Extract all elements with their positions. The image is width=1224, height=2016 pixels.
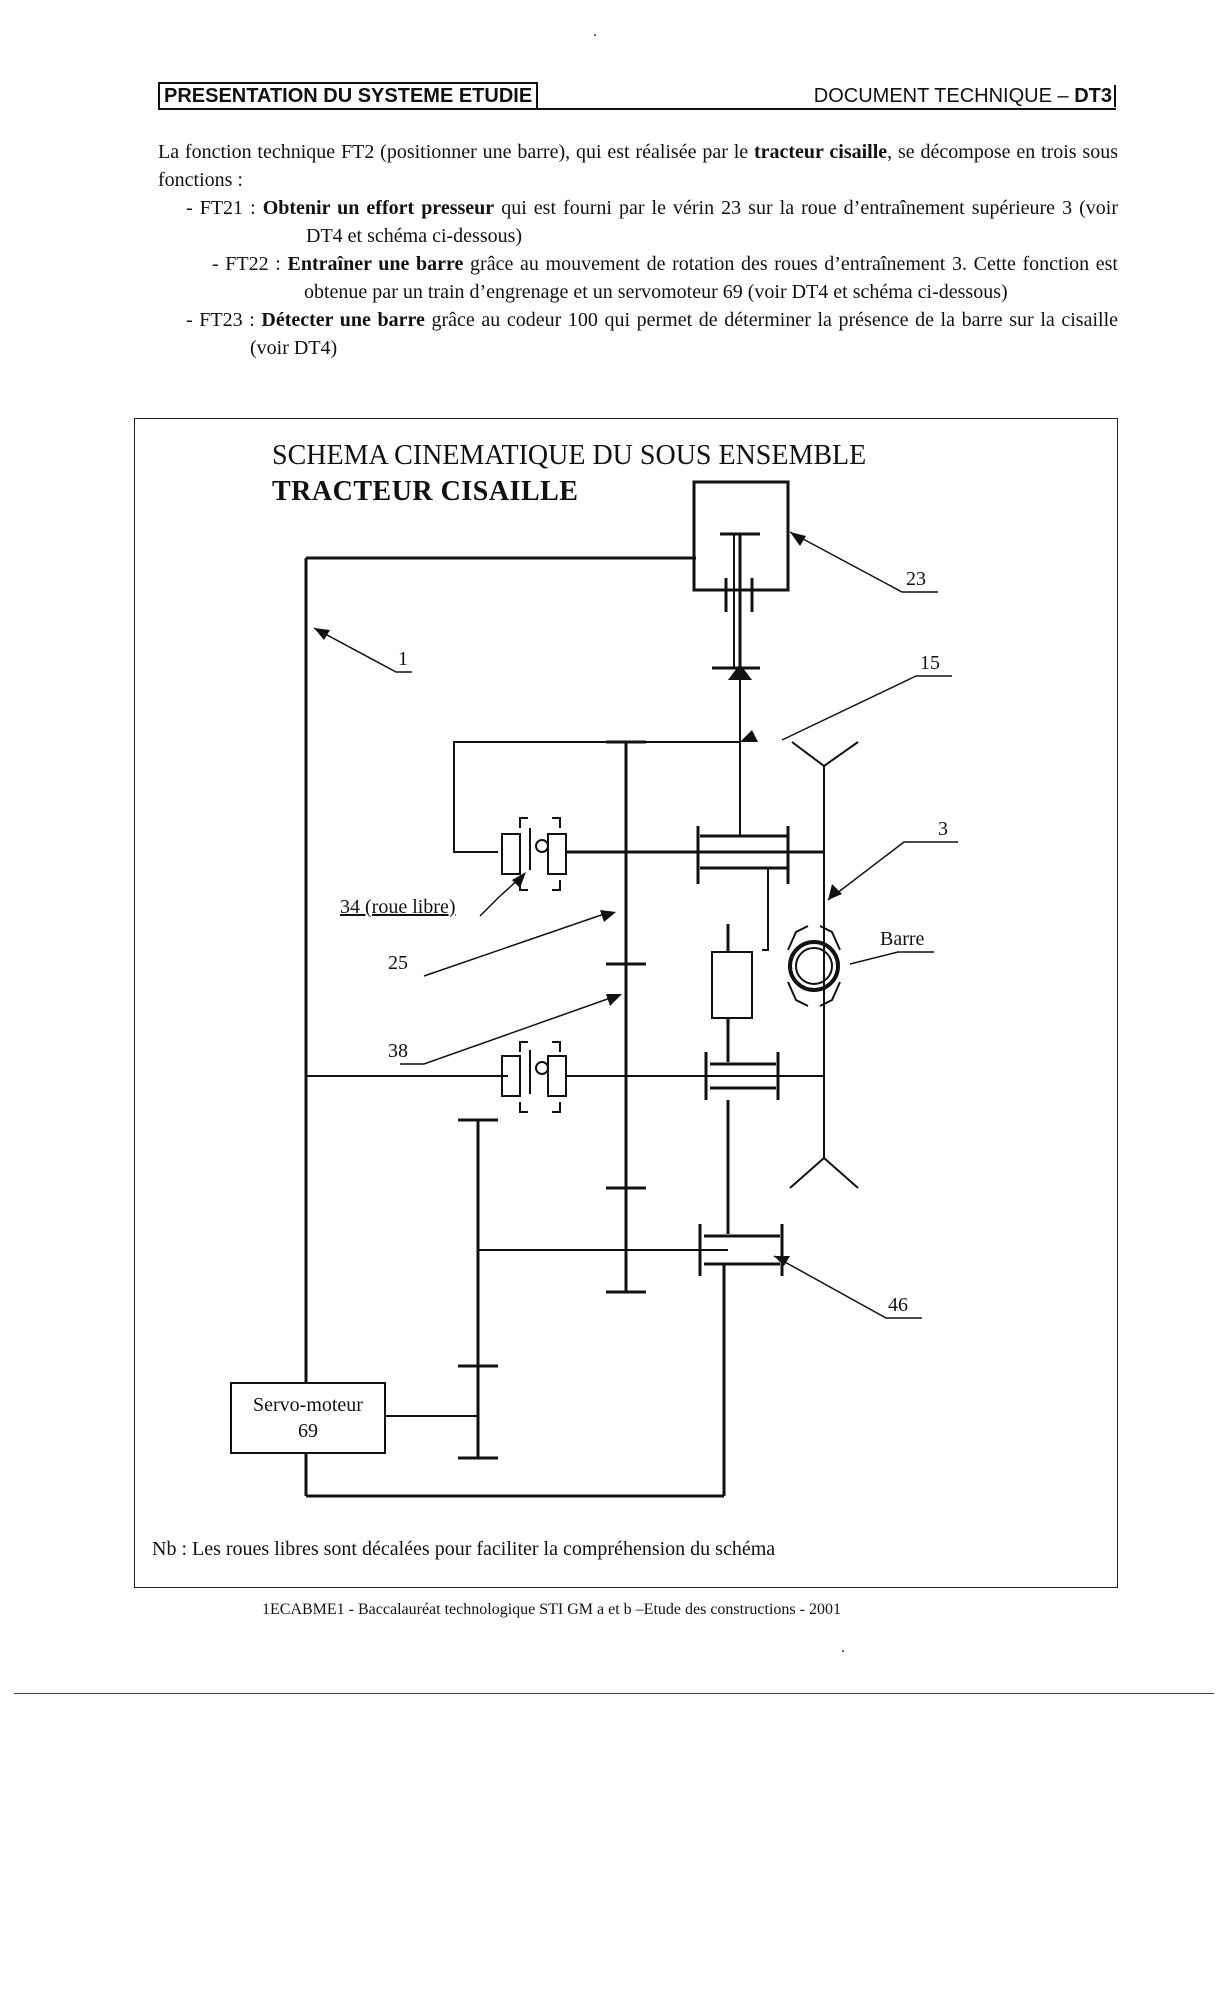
label-3: 3 bbox=[938, 818, 948, 840]
ft21-bold: Obtenir un effort presseur bbox=[262, 197, 495, 219]
freewheel-38 bbox=[501, 1041, 567, 1113]
ft22-label: - FT22 : bbox=[212, 253, 281, 275]
label-25: 25 bbox=[388, 952, 408, 974]
leader-lines bbox=[313, 531, 958, 1319]
ft21-item: - FT21 : Obtenir un effort presseur qui … bbox=[186, 194, 1118, 250]
ft23-bold: Détecter une barre bbox=[261, 309, 425, 331]
ft22-bold: Entraîner une barre bbox=[287, 253, 464, 275]
middle-shaft bbox=[306, 1052, 824, 1234]
arrowheads bbox=[314, 532, 842, 1266]
gear-25 bbox=[606, 740, 646, 1294]
ft22-text: grâce au mouvement de rotation des roues… bbox=[304, 253, 1118, 303]
label-15: 15 bbox=[920, 652, 940, 674]
servo-number: 69 bbox=[298, 1420, 318, 1442]
encoder-box bbox=[711, 924, 753, 1062]
label-46: 46 bbox=[888, 1294, 908, 1316]
gear-46 bbox=[478, 1224, 784, 1496]
servo-label: Servo-moteur bbox=[253, 1394, 363, 1416]
intro-text-c: , se décompose en trois sous fonctions : bbox=[158, 141, 1118, 191]
cylinder-23 bbox=[692, 480, 790, 742]
ft23-item: - FT23 : Détecter une barre grâce au cod… bbox=[186, 306, 1118, 362]
header-doc-code: DT3 bbox=[1074, 85, 1116, 107]
header-doc-ref: DOCUMENT TECHNIQUE – DT3 bbox=[814, 84, 1116, 108]
intro-paragraph: La fonction technique FT2 (positionner u… bbox=[158, 138, 1118, 194]
label-23: 23 bbox=[906, 568, 926, 590]
servo-motor-69: Servo-moteur 69 bbox=[230, 1382, 386, 1454]
scan-speck bbox=[842, 1650, 844, 1652]
intro-text-bold: tracteur cisaille bbox=[753, 141, 888, 163]
scan-speck bbox=[594, 34, 596, 36]
ft23-text: grâce au codeur 100 qui permet de déterm… bbox=[250, 309, 1118, 359]
label-1: 1 bbox=[398, 648, 408, 670]
label-38: 38 bbox=[388, 1040, 408, 1062]
ft21-text: qui est fourni par le vérin 23 sur la ro… bbox=[306, 197, 1119, 247]
header-title: PRESENTATION DU SYSTEME ETUDIE bbox=[158, 82, 539, 108]
schema-subtitle: TRACTEUR CISAILLE bbox=[272, 476, 579, 507]
label-34: 34 (roue libre) bbox=[340, 896, 456, 918]
ft23-label: - FT23 : bbox=[186, 309, 255, 331]
schema-frame bbox=[134, 418, 1118, 1588]
schema-title: SCHEMA CINEMATIQUE DU SOUS ENSEMBLE bbox=[272, 440, 867, 471]
freewheel-34 bbox=[501, 817, 567, 891]
intro-text: La fonction technique FT2 (positionner u… bbox=[158, 138, 1118, 362]
schema-note: Nb : Les roues libres sont décalées pour… bbox=[152, 1538, 776, 1560]
wheel-3 bbox=[787, 741, 859, 1189]
page-header: PRESENTATION DU SYSTEME ETUDIE DOCUMENT … bbox=[158, 82, 1116, 110]
page-footer: 1ECABME1 - Baccalauréat technologique ST… bbox=[262, 1601, 841, 1618]
ft21-label: - FT21 : bbox=[186, 197, 256, 219]
upper-shaft bbox=[453, 741, 824, 951]
header-doc-label: DOCUMENT TECHNIQUE bbox=[813, 85, 1052, 107]
frame-1 bbox=[304, 556, 724, 1498]
bottom-rule bbox=[14, 1693, 1214, 1694]
servo-shaft bbox=[386, 1118, 498, 1460]
label-barre: Barre bbox=[880, 928, 925, 950]
intro-text-a: La fonction technique FT2 (positionner u… bbox=[158, 141, 754, 163]
ft22-item: - FT22 : Entraîner une barre grâce au mo… bbox=[186, 250, 1118, 306]
